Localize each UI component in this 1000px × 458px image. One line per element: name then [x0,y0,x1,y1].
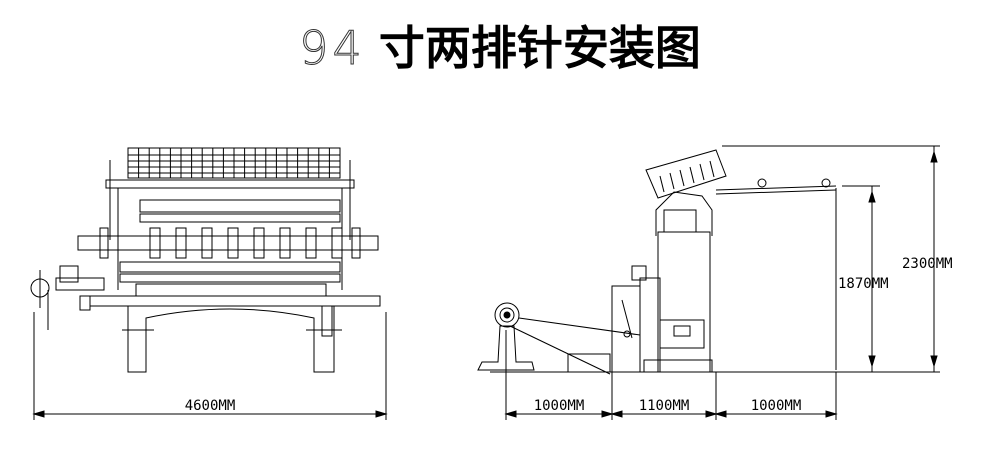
segment-label-3: 1000MM [751,398,802,414]
side-view-machine [477,149,837,375]
title-number: 94 [299,21,366,76]
segment-label-1: 1000MM [534,398,585,414]
machine-height-label: 1870MM [838,276,889,292]
segment-label-2: 1100MM [639,398,690,414]
side-length-dimensions [504,330,838,420]
presser-clamps [149,227,343,259]
title-text: 寸两排针安装图 [378,21,701,75]
needle-grid [127,148,341,178]
page-title: 94 寸两排针安装图 [0,18,1000,78]
total-height-label: 2300MM [902,256,953,272]
front-width-dimension [32,312,388,420]
front-width-label: 4600MM [185,398,236,414]
hopper-lines [659,160,715,193]
side-height-dimensions [722,145,940,372]
front-view-machine [30,147,381,373]
